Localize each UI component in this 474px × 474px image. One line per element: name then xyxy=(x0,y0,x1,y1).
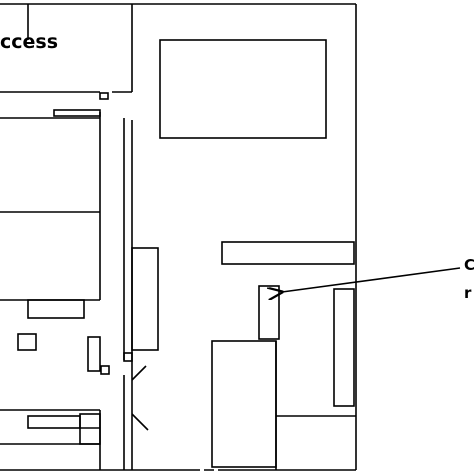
bench-back xyxy=(79,413,101,445)
bench-seat xyxy=(27,415,81,429)
marked-item xyxy=(258,285,280,340)
door-swing-1 xyxy=(131,365,147,381)
room-title: ccess xyxy=(0,31,58,53)
annotation-text-line-1: C xyxy=(464,256,474,274)
large-table xyxy=(159,39,327,139)
door-swing-2 xyxy=(131,413,149,431)
small-box xyxy=(100,365,110,375)
small-fixture xyxy=(99,92,109,100)
tall-shelf-left xyxy=(131,247,159,351)
square-fixture xyxy=(17,333,37,351)
annotation-text-line-2: r xyxy=(464,284,472,302)
wall-switch xyxy=(123,352,133,362)
annotation-arrow xyxy=(282,267,461,292)
large-cabinet xyxy=(211,340,277,468)
right-shelf xyxy=(333,288,355,407)
cabinet xyxy=(87,336,101,372)
desk xyxy=(27,299,85,319)
counter-top xyxy=(53,109,101,117)
long-counter xyxy=(221,241,355,265)
